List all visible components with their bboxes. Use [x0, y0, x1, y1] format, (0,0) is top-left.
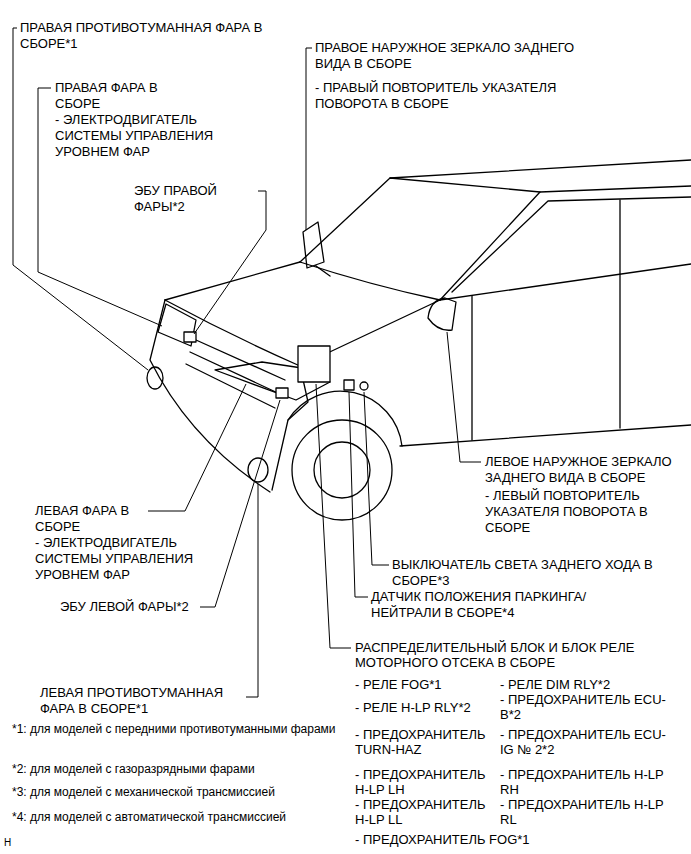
leader-line	[13, 28, 148, 370]
hood-right-edge	[165, 262, 300, 300]
leader-line	[364, 392, 389, 565]
wheel-rim	[314, 442, 370, 498]
left-headlamp-ecu	[276, 388, 288, 398]
fuse-item: - ПРЕДОХРАНИТЕЛЬ H-LP LH	[355, 767, 497, 797]
grille	[186, 340, 285, 408]
vehicle-body	[147, 160, 691, 520]
rocker-line	[400, 425, 691, 446]
part-label: РАСПРЕДЕЛИТЕЛЬНЫЙ БЛОК И БЛОК РЕЛЕ МОТОР…	[355, 640, 655, 670]
leader-line	[194, 191, 266, 334]
front-wheel	[292, 420, 392, 520]
relay-block	[298, 346, 330, 382]
wheel-arch	[288, 391, 402, 446]
relay-item: - РЕЛЕ DIM RLY*2	[500, 677, 680, 692]
front-corner	[272, 366, 308, 490]
footnote: *3: для моделей с механической трансмисс…	[12, 784, 344, 800]
leader-line	[306, 48, 312, 230]
part-label: ЛЕВАЯ ФАРА В СБОРЕ	[35, 503, 147, 535]
windshield	[300, 178, 540, 300]
fuse-item: - ПРЕДОХРАНИТЕЛЬ H-LP RH	[500, 767, 670, 797]
part-label: ПРАВАЯ ФАРА В СБОРЕ	[55, 80, 180, 112]
relay-item: - РЕЛЕ H-LP RLY*2	[355, 700, 497, 715]
fuse-item: - ПРЕДОХРАНИТЕЛЬ H-LP LL	[355, 797, 497, 827]
part-label: ЛЕВАЯ ПРОТИВОТУМАННАЯ ФАРА В СБОРЕ*1	[40, 685, 245, 717]
footnote: *1: для моделей с передними противотуман…	[12, 721, 344, 737]
footnote: *4: для моделей с автоматической трансми…	[12, 809, 344, 825]
footnote: *2: для моделей с газоразрядными фарами	[12, 761, 344, 777]
right-fog-lamp	[147, 367, 163, 389]
part-label: ВЫКЛЮЧАТЕЛЬ СВЕТА ЗАДНЕГО ХОДА В СБОРЕ*3	[392, 557, 686, 589]
leader-line	[447, 332, 481, 462]
roof-line	[390, 160, 691, 178]
figure-id: H	[4, 837, 44, 849]
part-label: ЭБУ ПРАВОЙ ФАРЫ*2	[134, 183, 260, 215]
part-label: - ЭЛЕКТРОДВИГАТЕЛЬ СИСТЕМЫ УПРАВЛЕНИЯ УР…	[55, 112, 245, 160]
door-pillar	[619, 200, 620, 428]
part-label: - ЭЛЕКТРОДВИГАТЕЛЬ СИСТЕМЫ УПРАВЛЕНИЯ УР…	[35, 535, 235, 583]
leader-line	[148, 384, 246, 511]
door-front-edge	[471, 296, 472, 440]
part-label: ДАТЧИК ПОЛОЖЕНИЯ ПАРКИНГА/ НЕЙТРАЛИ В СБ…	[371, 589, 641, 621]
part-label: ПРАВОЕ НАРУЖНОЕ ЗЕРКАЛО ЗАДНЕГО ВИДА В С…	[315, 40, 577, 72]
leader-line	[316, 384, 351, 648]
part-label: - ПРАВЫЙ ПОВТОРИТЕЛЬ УКАЗАТЕЛЯ ПОВОРОТА …	[315, 80, 577, 112]
part-label: ПРАВАЯ ПРОТИВОТУМАННАЯ ФАРА В СБОРЕ*1	[20, 20, 308, 52]
cowl-line	[300, 262, 440, 300]
leader-line	[200, 400, 280, 607]
roof-edge	[540, 186, 691, 192]
leader-line	[349, 392, 368, 597]
backup-light-switch	[360, 382, 368, 390]
fuse-item: - ПРЕДОХРАНИТЕЛЬ ECU-IG № 2*2	[500, 727, 670, 757]
fuse-item: - ПРЕДОХРАНИТЕЛЬ H-LP RL	[500, 797, 670, 827]
relay-item: - РЕЛЕ FOG*1	[355, 677, 497, 692]
fuse-item: - ПРЕДОХРАНИТЕЛЬ FOG*1	[355, 832, 635, 847]
belt-line	[440, 264, 691, 300]
window-top	[452, 197, 691, 292]
part-label: ЛЕВОЕ НАРУЖНОЕ ЗЕРКАЛО ЗАДНЕГО ВИДА В СБ…	[485, 454, 685, 486]
fuse-item: - ПРЕДОХРАНИТЕЛЬ ECU-B*2	[500, 692, 670, 722]
park-neutral-switch	[344, 380, 354, 390]
left-mirror	[428, 298, 456, 330]
right-mirror	[303, 222, 330, 276]
fuse-item: - ПРЕДОХРАНИТЕЛЬ TURN-HAZ	[355, 727, 497, 757]
part-label: - ЛЕВЫЙ ПОВТОРИТЕЛЬ УКАЗАТЕЛЯ ПОВОРОТА В…	[485, 488, 681, 536]
leader-line	[246, 484, 258, 697]
right-headlamp	[158, 304, 196, 346]
part-label: ЭБУ ЛЕВОЙ ФАРЫ*2	[60, 599, 200, 615]
